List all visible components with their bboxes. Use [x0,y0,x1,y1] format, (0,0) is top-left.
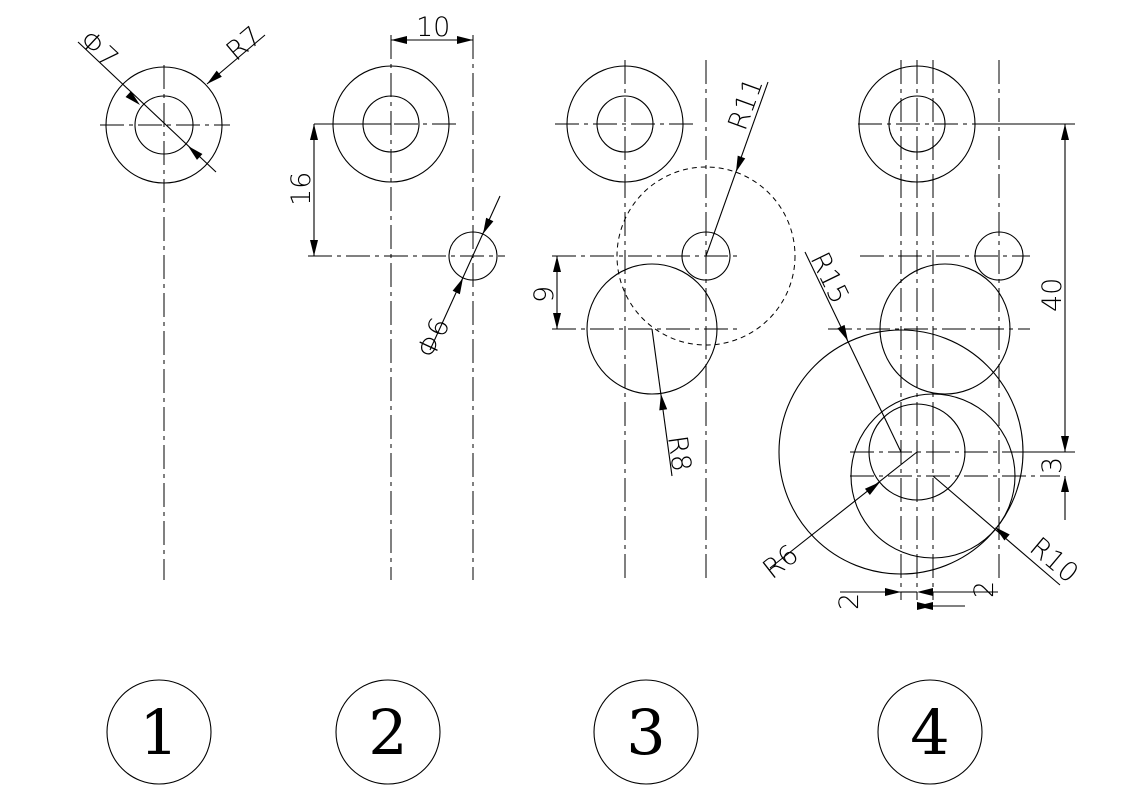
step-3-figure: 9 R11 R8 [529,60,796,580]
step-marker-2: 2 [335,679,441,785]
dim-16-arrow-bottom [310,240,318,256]
step-number: 2 [368,696,407,769]
r11-arrow [732,155,746,174]
r15-leader [804,251,902,453]
r10-leader [932,475,1061,586]
dim-40-arrow-bottom [1061,436,1069,452]
dim-10-arrow-right [457,36,473,44]
dim-3-label: 3 [1037,457,1068,474]
dim-9-label: 9 [529,286,560,303]
step-circle [877,679,983,785]
dim-2a-arrow-right [917,588,933,596]
dim-10-label: 10 [416,12,450,43]
dim-2b-label: 2 [969,581,1000,598]
dim-3-arrow [1061,476,1069,492]
r7-label: R7 [221,21,268,68]
step-2-figure: 10 16 Φ6 [286,12,505,580]
r10-arrow [992,523,1010,541]
r10-label: R10 [1024,532,1085,590]
d7-arrow [125,91,143,108]
dim-10-arrow-left [391,36,407,44]
dim-9-arrow-top [553,256,561,272]
step-number: 3 [626,696,665,769]
step-markers: 1 2 3 4 [106,679,983,785]
step-marker-4: 4 [877,679,983,785]
dim-16-label: 16 [286,172,317,206]
step-marker-3: 3 [593,679,699,785]
dim-2a-label: 2 [834,593,865,610]
step-circle [106,679,212,785]
d6-label: Φ6 [411,313,456,363]
dim-40-label: 40 [1037,278,1068,312]
r8-label: R8 [661,434,697,474]
r11-label: R11 [722,74,769,135]
dim-16-arrow-top [310,124,318,140]
step-1-figure: Φ7 R7 [73,21,268,580]
dim-2a-arrow-left [885,588,901,596]
step-circle [593,679,699,785]
r15-label: R15 [804,247,855,308]
step-number: 1 [139,696,178,769]
step-circle [335,679,441,785]
r8-arrow [657,393,668,411]
dim-40-arrow-top [1061,124,1069,140]
step-4-figure: 40 3 R15 R6 R10 2 2 [757,60,1084,610]
d7-label: Φ7 [73,24,124,74]
r6-leader [769,451,918,569]
step-number: 4 [910,696,949,769]
dim-9-arrow-bottom [553,313,561,329]
step-marker-1: 1 [106,679,212,785]
r15-arrow [837,324,852,343]
